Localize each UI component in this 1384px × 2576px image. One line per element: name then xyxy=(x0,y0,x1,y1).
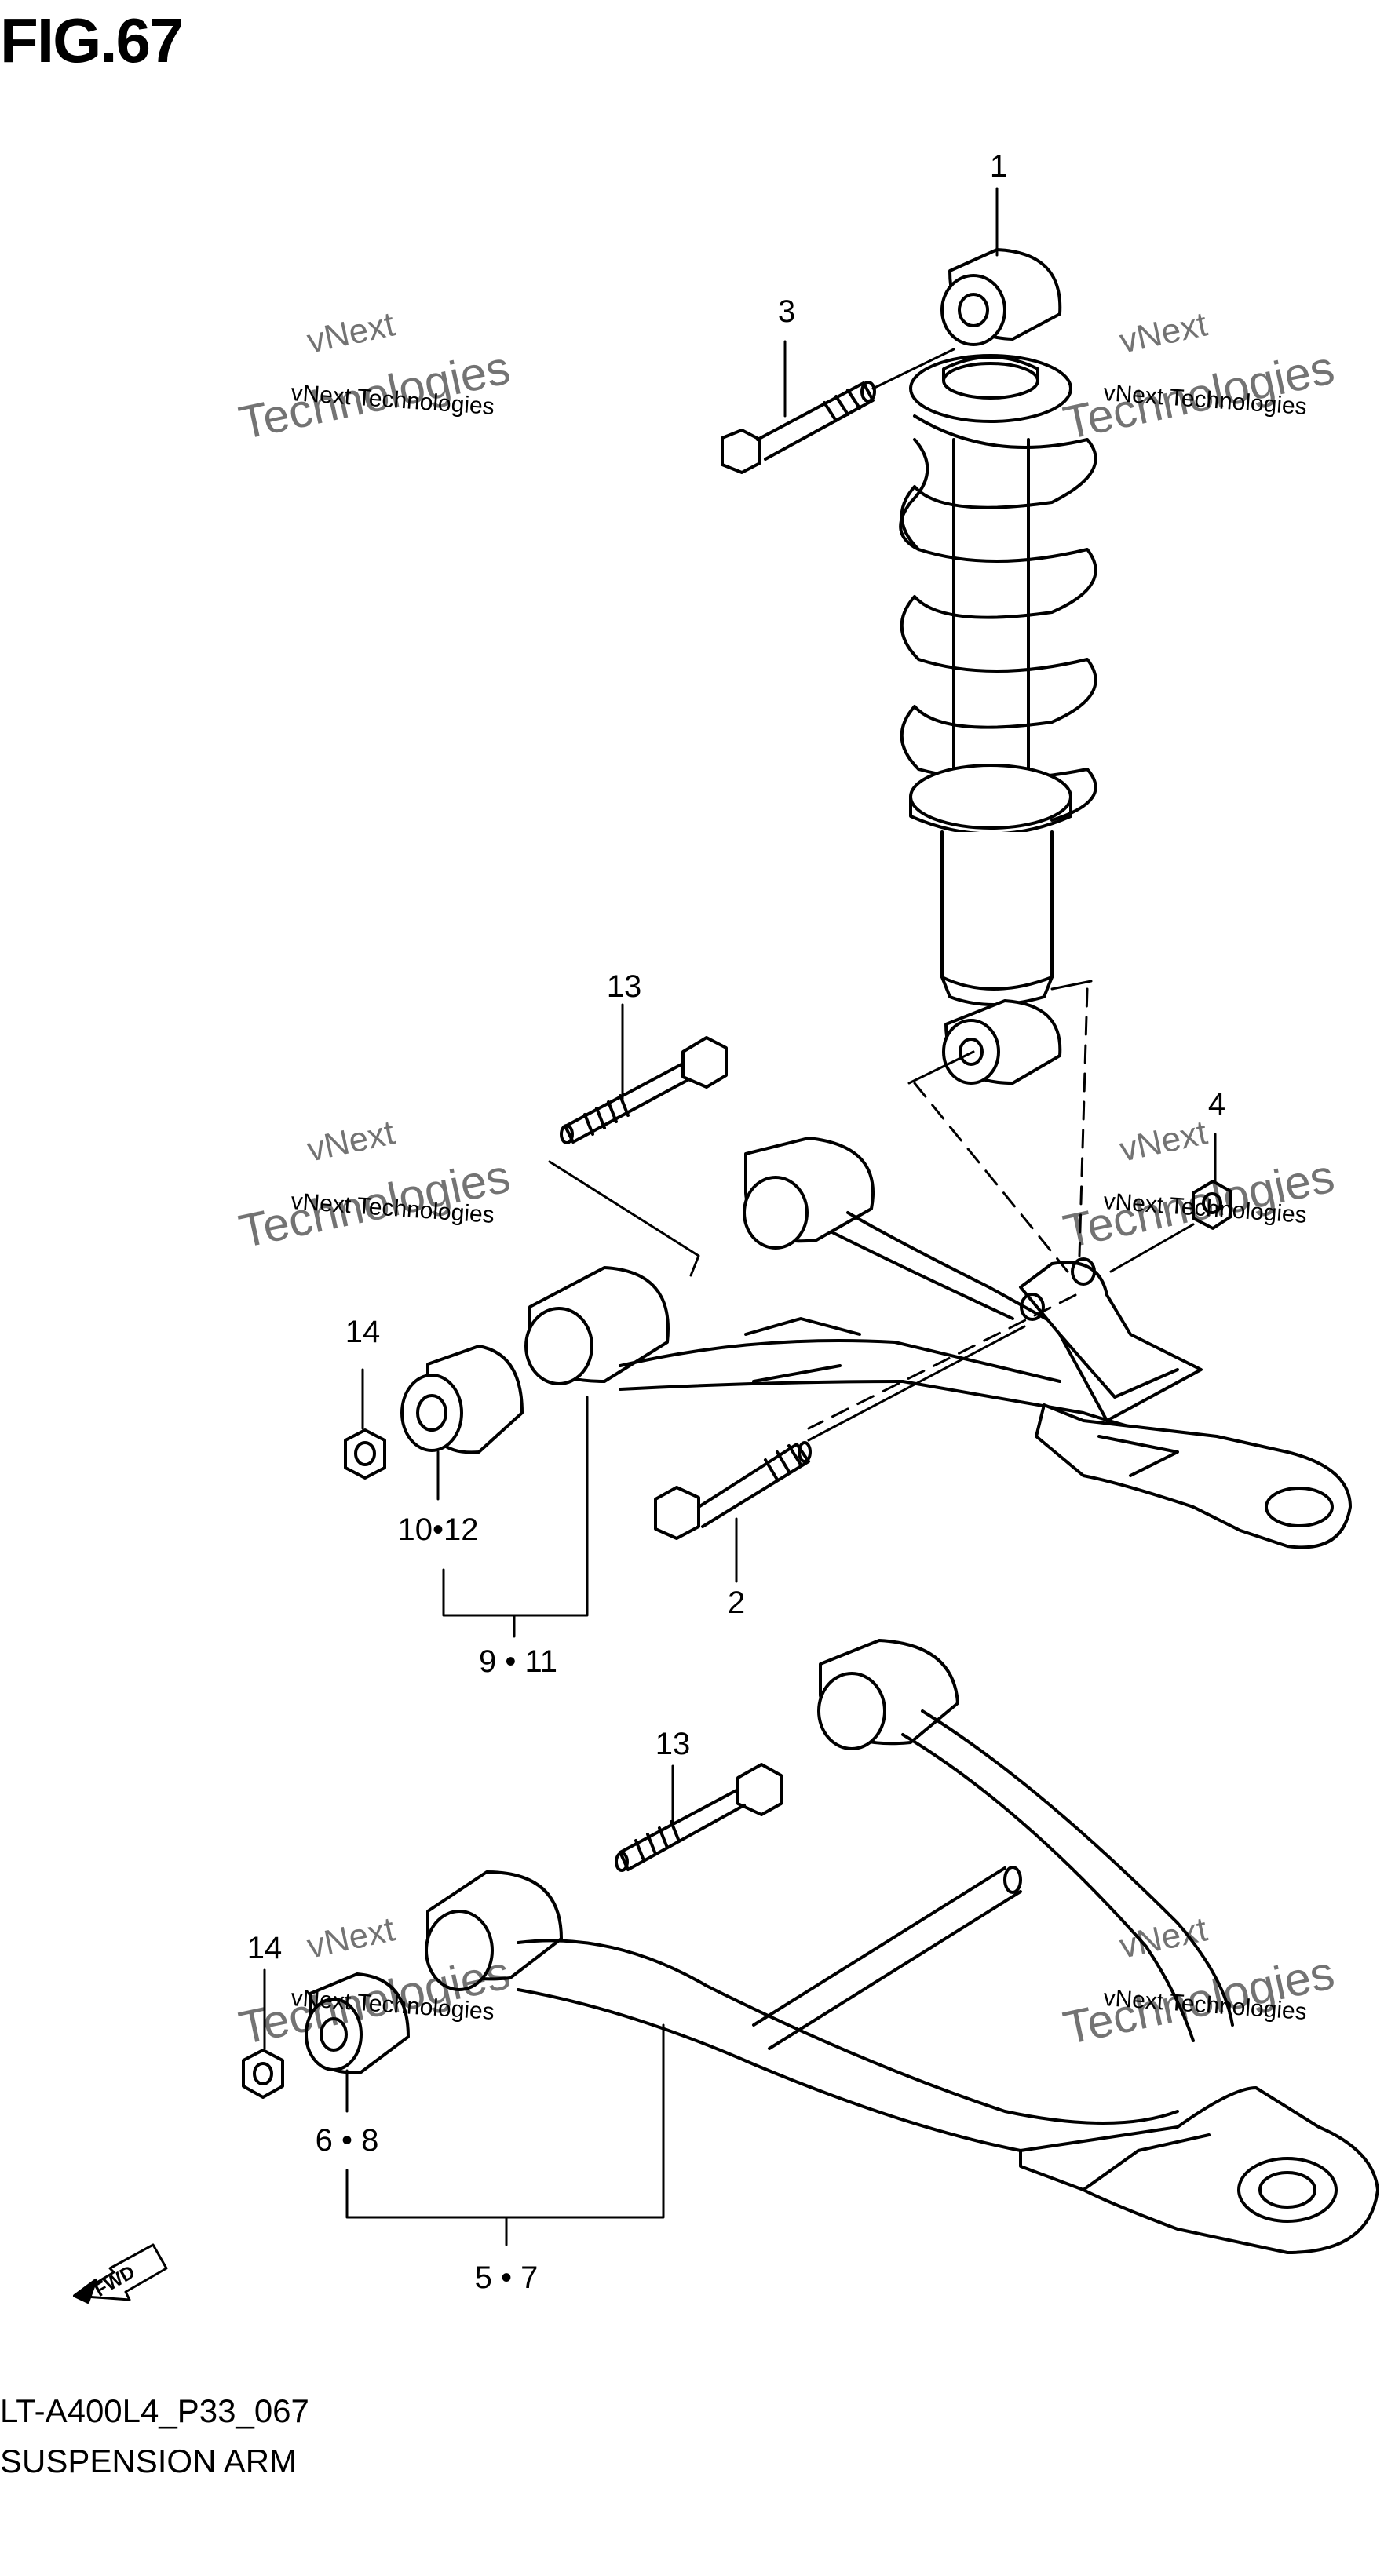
figure-title: FIG.67 xyxy=(0,5,184,75)
watermark-2a: vNext xyxy=(1116,305,1211,360)
callout-9-11: 9 • 11 xyxy=(479,1644,557,1679)
upper-suspension-arm xyxy=(524,1137,1352,1549)
nut-14-lower xyxy=(242,2049,284,2099)
callout-13-lower: 13 xyxy=(655,1727,691,1761)
watermark-1a: vNext xyxy=(304,305,398,360)
callout-3: 3 xyxy=(778,294,795,329)
callout-14-lower: 14 xyxy=(247,1931,283,1965)
watermark-4a: vNext xyxy=(1116,1113,1211,1169)
callout-4: 4 xyxy=(1208,1087,1225,1122)
bolt-3 xyxy=(721,381,876,474)
callout-labels: 1 3 13 4 14 10•12 2 9 • 11 13 14 6 • 8 5… xyxy=(247,149,1225,2295)
callout-1: 1 xyxy=(990,149,1007,184)
callout-2: 2 xyxy=(728,1585,745,1620)
lower-suspension-arm xyxy=(425,1639,1379,2254)
diagram-code: LT-A400L4_P33_067 xyxy=(0,2392,309,2429)
callout-13-upper: 13 xyxy=(607,969,642,1004)
bolt-13-upper xyxy=(560,1036,728,1144)
callout-5-7: 5 • 7 xyxy=(475,2260,539,2295)
bushing-10-12 xyxy=(400,1345,524,1454)
callout-10-12: 10•12 xyxy=(398,1512,479,1547)
shock-dashed-leaders xyxy=(807,987,1089,1430)
fwd-arrow-icon xyxy=(73,2243,168,2304)
callout-14-upper: 14 xyxy=(345,1315,381,1349)
watermark-3a: vNext xyxy=(304,1113,398,1169)
bolt-13-lower xyxy=(615,1763,783,1872)
callout-6-8: 6 • 8 xyxy=(316,2123,379,2158)
bushing-6-8 xyxy=(305,1972,410,2074)
shock-absorber xyxy=(899,248,1097,1085)
watermark-6a: vNext xyxy=(1116,1910,1211,1965)
watermark-5a: vNext xyxy=(304,1910,398,1965)
bolt-2 xyxy=(654,1441,812,1540)
diagram-name: SUSPENSION ARM xyxy=(0,2443,298,2479)
nut-14-upper xyxy=(344,1428,386,1480)
nut-4 xyxy=(1192,1180,1232,1230)
